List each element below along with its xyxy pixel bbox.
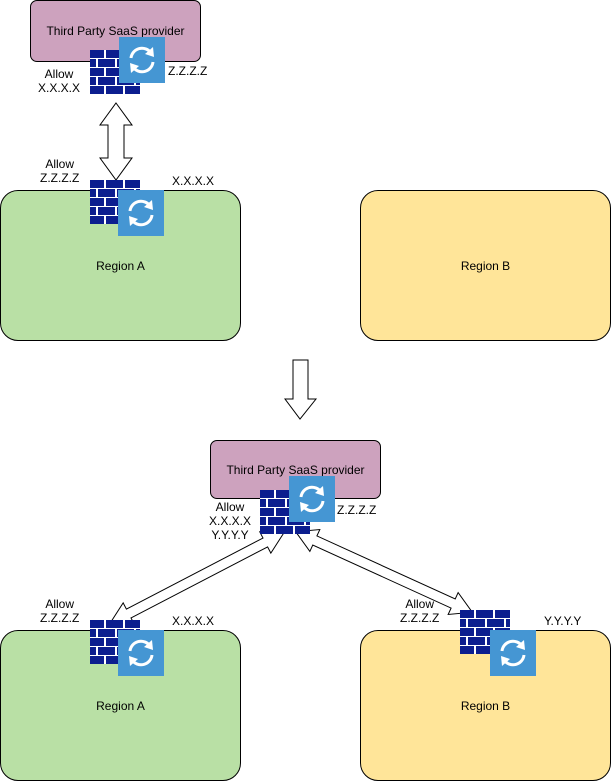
sync-arrows-icon	[500, 639, 526, 667]
double-arrow	[99, 102, 133, 181]
sync-icon	[119, 37, 165, 83]
region-b-box-top: Region B	[360, 190, 611, 341]
saas-ip-bottom: Z.Z.Z.Z	[337, 503, 377, 517]
double-arrow	[294, 528, 474, 616]
saas-allow-text-top: Allow X.X.X.X	[38, 67, 81, 95]
region-b-label: Region B	[460, 698, 511, 713]
sync-arrows-icon	[128, 639, 154, 667]
sync-arrows-icon	[128, 199, 154, 227]
region-a-ip-top: X.X.X.X	[172, 174, 215, 188]
saas-provider-label: Third Party SaaS provider	[226, 462, 365, 477]
region-a-ip-bottom: X.X.X.X	[172, 614, 215, 628]
sync-icon	[118, 190, 164, 236]
sync-icon	[118, 630, 164, 676]
region-a-label: Region A	[96, 698, 145, 713]
sync-arrows-icon	[129, 46, 155, 74]
region-b-label: Region B	[460, 258, 511, 273]
sync-icon	[289, 476, 335, 522]
saas-allow-text-bottom: Allow X.X.X.X Y.Y.Y.Y	[209, 500, 252, 542]
sync-icon	[490, 630, 536, 676]
region-a-allow-text-bottom: Allow Z.Z.Z.Z	[40, 597, 80, 625]
sync-arrows-icon	[299, 485, 325, 513]
region-a-box-top: Region A	[0, 190, 241, 341]
region-b-ip-bottom: Y.Y.Y.Y	[544, 614, 582, 628]
saas-provider-label: Third Party SaaS provider	[46, 24, 185, 38]
saas-provider-box-bottom: Third Party SaaS provider	[210, 440, 381, 499]
region-a-label: Region A	[96, 258, 145, 273]
down-arrow	[284, 359, 318, 420]
region-b-box-bottom: Region B	[360, 630, 611, 781]
saas-ip-top: Z.Z.Z.Z	[168, 64, 208, 78]
double-arrow	[109, 531, 285, 625]
region-b-allow-text-bottom: Allow Z.Z.Z.Z	[400, 597, 440, 625]
region-a-allow-text-top: Allow Z.Z.Z.Z	[40, 157, 80, 185]
